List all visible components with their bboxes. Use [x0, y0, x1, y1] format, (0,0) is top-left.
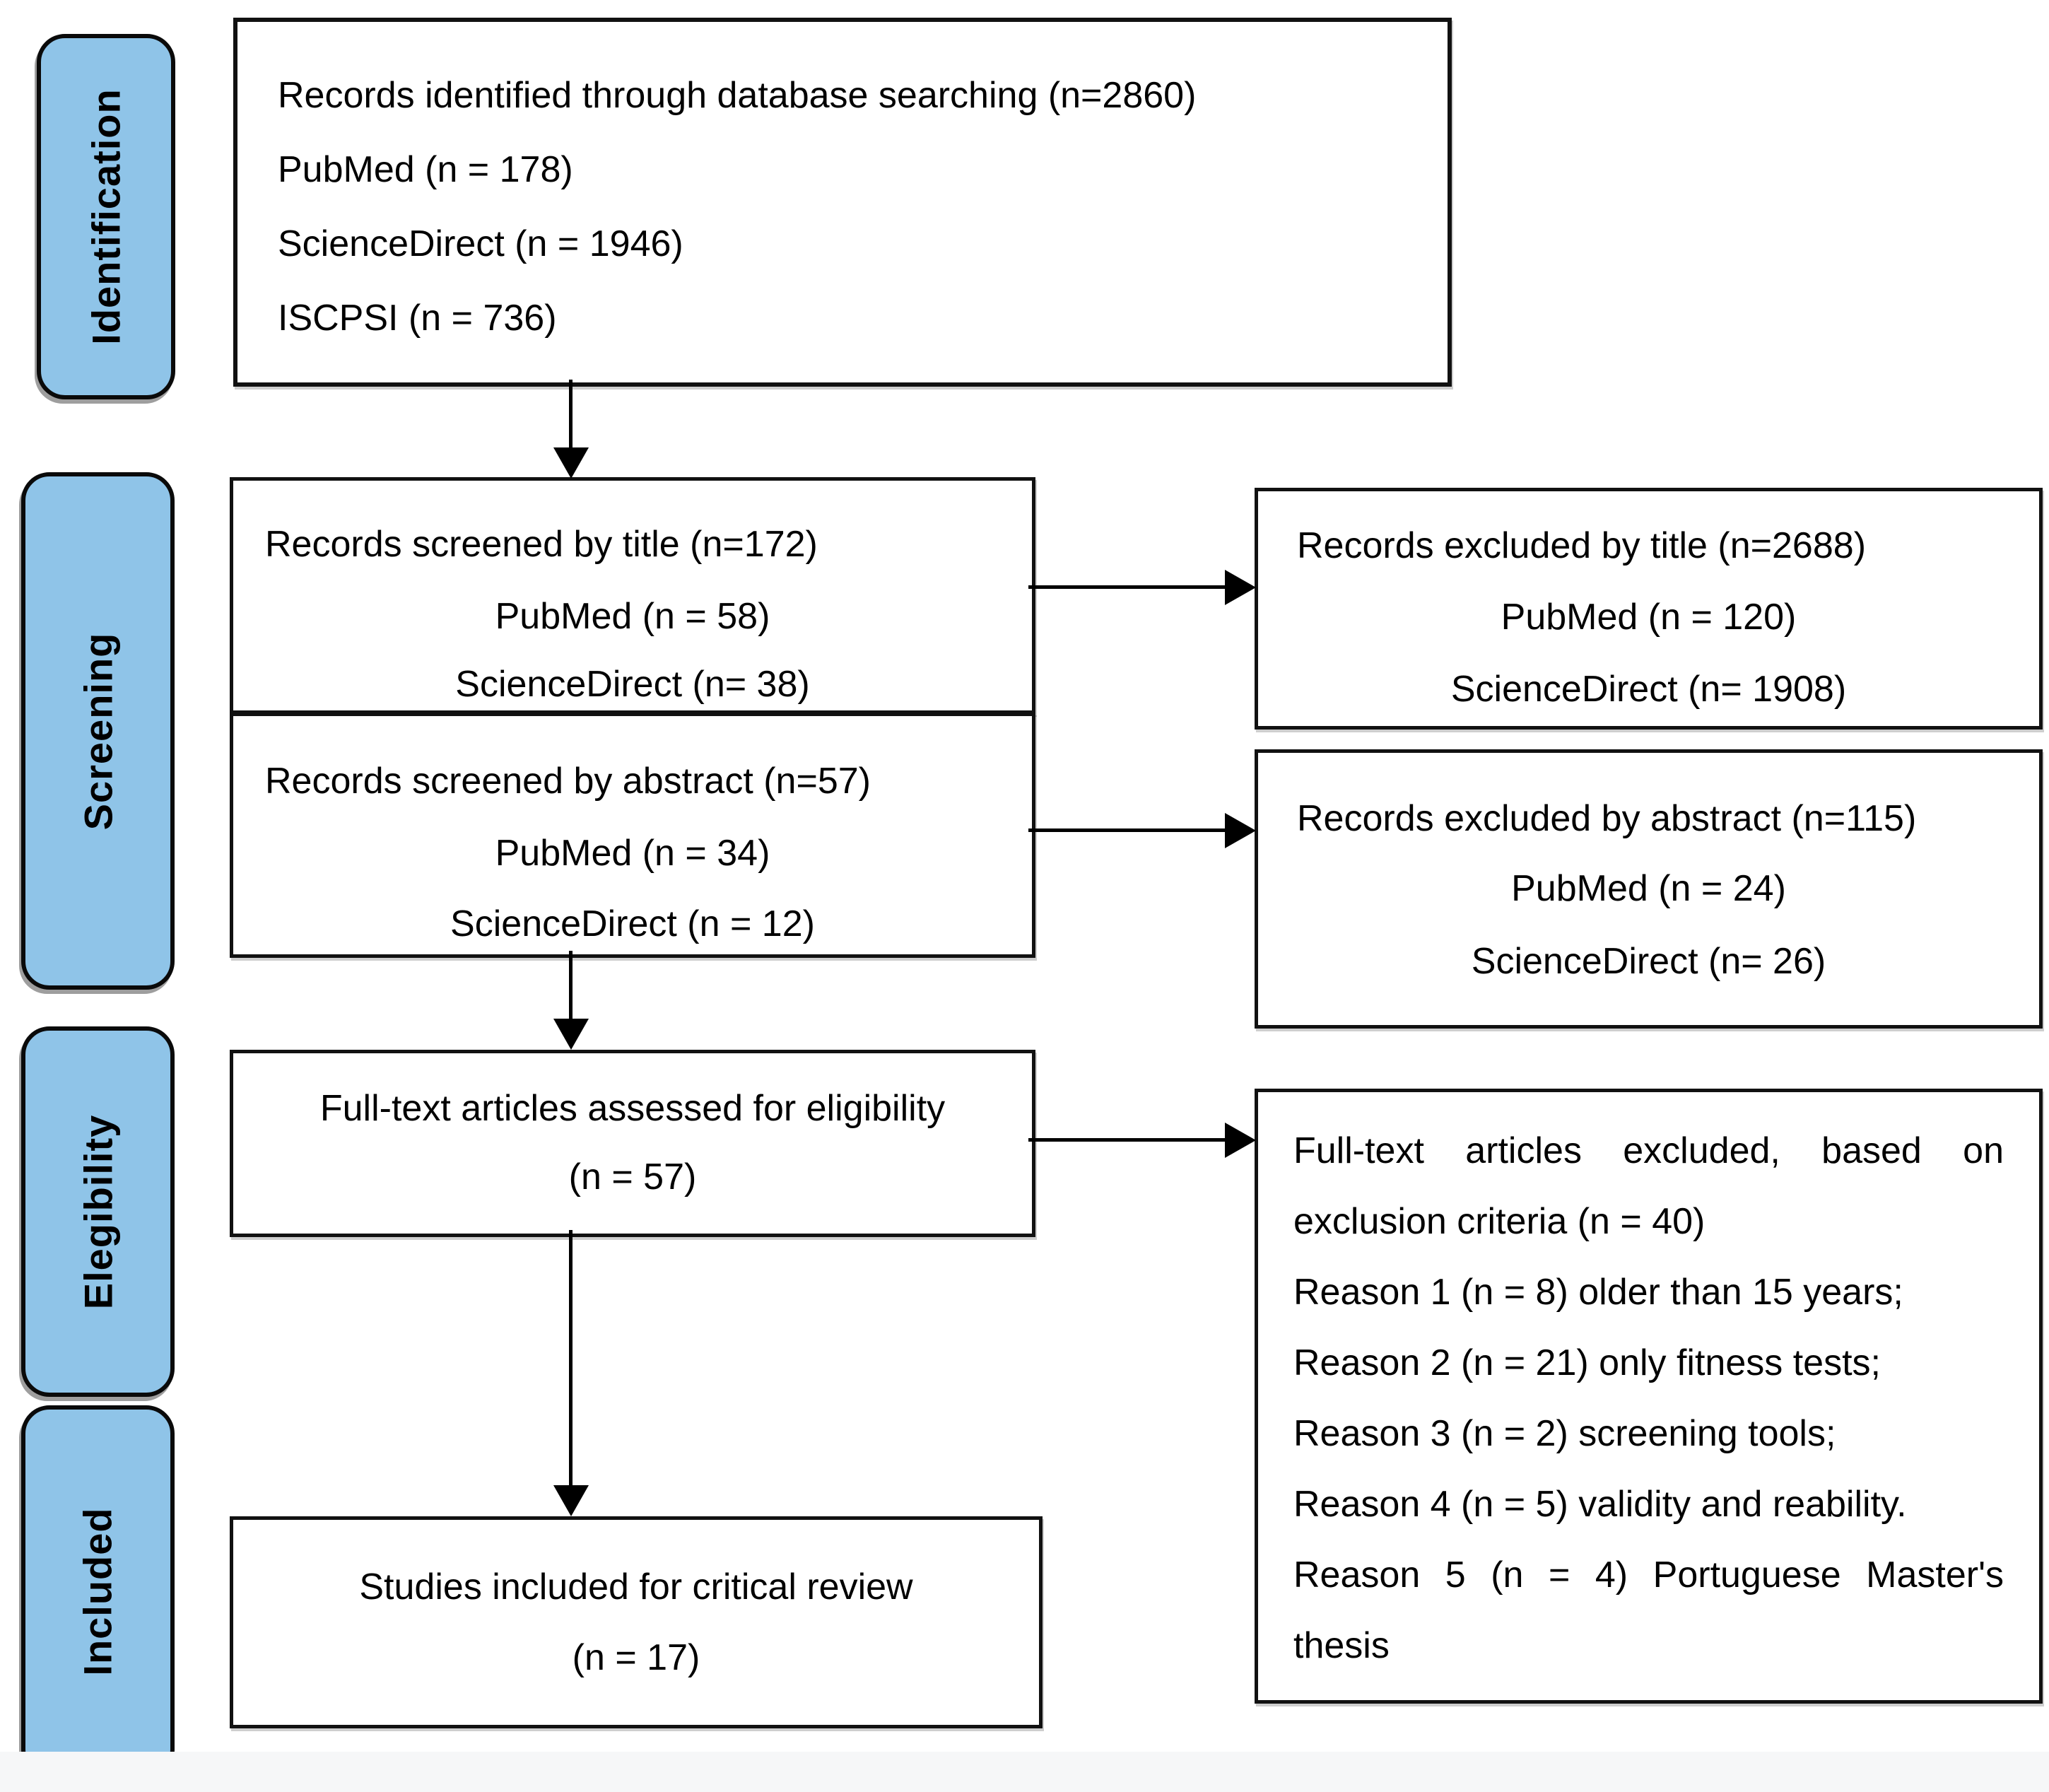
fulltext-excluded-reason1: Reason 1 (n = 8) older than 15 years;: [1293, 1272, 1903, 1313]
arrow-screened-title-to-excluded-head: [1225, 570, 1256, 605]
box-studies-included: Studies included for critical review (n …: [230, 1516, 1043, 1728]
fulltext-excluded-line1: Full-text articles excluded, based on: [1293, 1130, 2004, 1171]
box-screened-by-title: Records screened by title (n=172) PubMed…: [230, 477, 1035, 714]
page-bottom-strip: [0, 1752, 2049, 1792]
stage-screening: Screening: [21, 472, 175, 990]
fulltext-excluded-line2: exclusion criteria (n = 40): [1293, 1201, 1705, 1242]
fulltext-excluded-reason5: Reason 5 (n = 4) Portuguese Master's: [1293, 1554, 2004, 1595]
stage-included-label: Included: [76, 1507, 121, 1676]
stage-eligibility: Elegibility: [21, 1026, 175, 1397]
box-excluded-by-title: Records excluded by title (n=2688) PubMe…: [1255, 488, 2043, 730]
arrow-screened-abstract-to-excluded-head: [1225, 813, 1256, 848]
fulltext-excluded-reason5-cont: thesis: [1293, 1625, 1390, 1666]
fulltext-excluded-reason3: Reason 3 (n = 2) screening tools;: [1293, 1413, 1836, 1454]
studies-included-count: (n = 17): [572, 1637, 700, 1678]
screened-title-sciencedirect: ScienceDirect (n= 38): [455, 664, 810, 705]
screened-abstract-pubmed: PubMed (n = 34): [495, 833, 770, 874]
fulltext-excluded-reason4: Reason 4 (n = 5) validity and reability.: [1293, 1484, 1907, 1525]
stage-eligibility-label: Elegibility: [76, 1114, 120, 1309]
fulltext-assessed-title: Full-text articles assessed for eligibil…: [319, 1088, 946, 1129]
excluded-title-total: Records excluded by title (n=2688): [1297, 525, 1867, 566]
arrow-fulltext-to-included-head: [553, 1485, 589, 1516]
arrow-screened-title-to-excluded-line: [1028, 585, 1228, 589]
arrow-fulltext-to-excluded-line: [1028, 1138, 1228, 1142]
stage-identification: Identification: [37, 34, 175, 399]
arrow-fulltext-to-excluded-head: [1225, 1123, 1256, 1158]
excluded-abstract-pubmed: PubMed (n = 24): [1511, 868, 1786, 909]
screened-title-pubmed: PubMed (n = 58): [495, 596, 770, 637]
box-screened-by-abstract: Records screened by abstract (n=57) PubM…: [230, 713, 1035, 958]
screened-title-total: Records screened by title (n=172): [265, 524, 818, 565]
studies-included-title: Studies included for critical review: [359, 1566, 913, 1607]
box-fulltext-assessed: Full-text articles assessed for eligibil…: [230, 1050, 1035, 1237]
fulltext-assessed-count: (n = 57): [568, 1156, 697, 1197]
excluded-abstract-total: Records excluded by abstract (n=115): [1297, 798, 1917, 839]
excluded-title-pubmed: PubMed (n = 120): [1501, 597, 1797, 638]
fulltext-excluded-reason2: Reason 2 (n = 21) only fitness tests;: [1293, 1342, 1881, 1383]
excluded-title-sciencedirect: ScienceDirect (n= 1908): [1450, 669, 1847, 710]
arrow-fulltext-to-included-line: [569, 1230, 573, 1489]
screened-abstract-total: Records screened by abstract (n=57): [265, 761, 871, 802]
stage-screening-label: Screening: [76, 632, 121, 830]
records-identified-pubmed: PubMed (n = 178): [278, 149, 573, 190]
records-identified-total: Records identified through database sear…: [278, 75, 1197, 116]
box-excluded-by-abstract: Records excluded by abstract (n=115) Pub…: [1255, 749, 2043, 1029]
records-identified-iscpsi: ISCPSI (n = 736): [278, 298, 557, 339]
stage-included: Included: [21, 1405, 175, 1778]
arrow-screened-abstract-to-excluded-line: [1028, 828, 1228, 832]
box-records-identified: Records identified through database sear…: [233, 18, 1452, 387]
records-identified-sciencedirect: ScienceDirect (n = 1946): [278, 223, 683, 264]
arrow-identified-to-screened-line: [569, 380, 573, 452]
arrow-screened-to-fulltext-line: [569, 951, 573, 1021]
arrow-screened-to-fulltext-head: [553, 1019, 589, 1050]
arrow-identified-to-screened-head: [553, 447, 589, 479]
screened-abstract-sciencedirect: ScienceDirect (n = 12): [450, 903, 815, 944]
excluded-abstract-sciencedirect: ScienceDirect (n= 26): [1471, 941, 1826, 982]
stage-identification-label: Identification: [83, 88, 129, 345]
box-fulltext-excluded: Full-text articles excluded, based on ex…: [1255, 1089, 2043, 1704]
